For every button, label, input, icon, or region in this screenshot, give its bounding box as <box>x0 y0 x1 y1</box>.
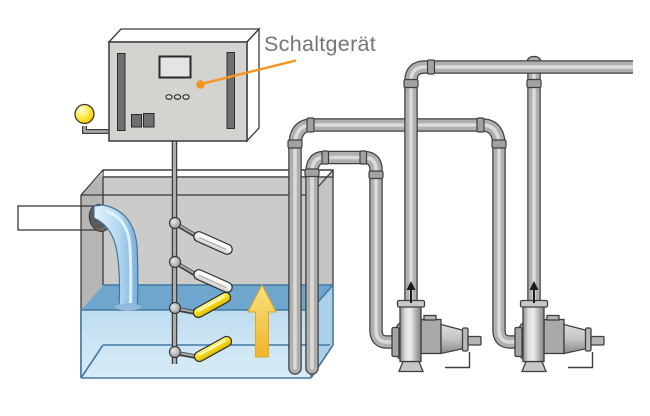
display-screen <box>158 55 192 79</box>
pipe-collars <box>403 59 542 89</box>
float-rod-joints <box>168 216 182 359</box>
button-left <box>131 114 142 128</box>
callout-dot <box>196 80 205 89</box>
vent-slot-right <box>226 52 235 129</box>
callout <box>196 59 297 89</box>
flow-arrow-pump1 <box>406 281 416 290</box>
pump-discharge-flanges <box>396 299 549 308</box>
pump-1 <box>391 305 482 373</box>
suction-pipe-pump1 <box>304 150 410 375</box>
pump-2 <box>514 305 605 373</box>
vent-slot-left <box>117 53 126 131</box>
flow-direction-arrows <box>406 281 539 303</box>
water-front-face <box>81 310 311 378</box>
water-stream <box>93 204 141 311</box>
schaltgeraet-label: Schaltgerät <box>264 32 377 56</box>
float-switch-assembly <box>168 141 235 365</box>
control-box-top <box>107 28 261 43</box>
discharge-pipe-pump2 <box>526 55 542 302</box>
control-unit <box>74 27 261 143</box>
indicator-lights <box>165 94 190 100</box>
stream-splash <box>115 303 141 311</box>
flow-arrow-pump2 <box>529 281 539 290</box>
control-box-side <box>246 27 260 143</box>
suction-pipe-pump2 <box>287 117 533 375</box>
inflow <box>17 204 141 311</box>
discharge-pipe-pump1-and-header <box>404 60 633 302</box>
button-right <box>143 113 155 128</box>
level-rise-arrow <box>247 283 277 358</box>
signal-lamp-icon <box>74 103 95 125</box>
callout-line <box>200 59 297 86</box>
